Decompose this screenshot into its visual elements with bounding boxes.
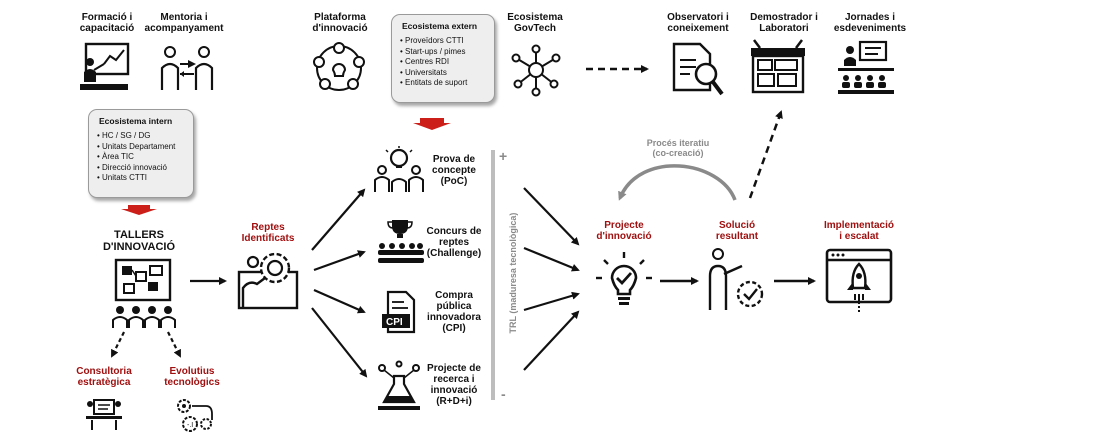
list-item: Àrea TIC <box>97 152 193 163</box>
label-proces-iteratiu: Procés iteratiu (co-creació) <box>646 138 710 158</box>
cpi-icon-text: CPI <box>386 317 403 328</box>
iterative-curve-arrow <box>618 164 737 201</box>
ecosistema-intern-title: Ecosistema intern <box>99 116 173 126</box>
label-mentoria: Mentoria i acompanyament <box>144 12 224 34</box>
label-plataforma: Plataforma d'innovació <box>312 12 368 34</box>
label-tallers: TALLERS D'INNOVACIÓ <box>102 229 176 253</box>
label-jornades: Jornades i esdeveniments <box>833 12 907 34</box>
trophy-crowd-icon <box>378 220 424 263</box>
research-flask-icon <box>378 360 420 410</box>
consulting-desk-icon <box>86 399 122 430</box>
label-evolutius: Evolutius tecnològics <box>164 366 220 388</box>
network-people-icon <box>313 42 365 91</box>
list-item: HC / SG / DG <box>97 131 193 142</box>
label-route-rdi: Projecte de recerca i innovació (R+D+i) <box>427 363 481 407</box>
list-item: Unitats CTTI <box>97 173 193 184</box>
list-item: Direcció innovació <box>97 163 193 174</box>
ideation-people-icon <box>374 146 424 192</box>
red-arrow-intern <box>121 205 157 215</box>
list-item: Universitats <box>400 68 494 79</box>
workshop-board-icon <box>112 258 176 328</box>
label-implementacio: Implementació i escalat <box>823 220 895 242</box>
dashed-arrow-consultoria <box>111 331 125 358</box>
trl-plus: + <box>499 148 508 164</box>
rocket-screen-icon <box>825 248 893 312</box>
presenter-gear-icon <box>708 248 764 310</box>
arrow-poc-projecte <box>523 187 580 246</box>
list-item: Start-ups / pimes <box>400 47 494 58</box>
audience-screen-icon <box>838 40 894 94</box>
label-consultoria: Consultoria estratègica <box>76 366 132 388</box>
lab-kiosk-icon <box>751 39 805 94</box>
list-item: Centres RDI <box>400 57 494 68</box>
arrow-cpi-projecte <box>523 291 580 312</box>
label-route-challenge: Concurs de reptes (Challenge) <box>426 226 482 259</box>
svg-text:-.I: -.I <box>187 422 193 429</box>
label-route-cpi: Compra pública innovadora (CPI) <box>427 290 481 334</box>
label-govtech: Ecosistema GovTech <box>507 12 563 34</box>
dashed-arrow-solucio-demostrador <box>748 110 783 199</box>
list-item: Proveïdors CTTI <box>400 36 494 47</box>
ecosistema-extern-box: Ecosistema extern Proveïdors CTTI Start-… <box>391 14 495 103</box>
arrow-challenge-projecte <box>523 246 580 272</box>
label-projecte: Projecte d'innovació <box>596 220 652 242</box>
teacher-board-icon <box>80 42 130 90</box>
dashed-arrow-evolutius <box>167 331 181 358</box>
arrow-reptes-rdi <box>311 307 368 378</box>
ecosistema-extern-list: Proveïdors CTTI Start-ups / pimes Centre… <box>400 36 494 89</box>
arrow-reptes-challenge <box>313 250 366 272</box>
label-formacio: Formació i capacitació <box>79 12 135 34</box>
label-reptes: Reptes Identificats <box>241 222 295 244</box>
ecosistema-intern-list: HC / SG / DG Unitats Departament Àrea TI… <box>97 131 193 184</box>
arrow-rdi-projecte <box>523 310 580 371</box>
list-item: Unitats Departament <box>97 142 193 153</box>
label-solucio: Solució resultant <box>715 220 759 242</box>
list-item: Entitats de suport <box>400 78 494 89</box>
arrow-reptes-cpi <box>313 288 366 314</box>
red-arrow-extern <box>413 118 451 130</box>
label-demostrador: Demostrador i Laboratori <box>750 12 818 34</box>
document-magnifier-icon <box>672 42 724 96</box>
mentoring-icon <box>160 46 214 90</box>
gears-evolution-icon: -.I <box>177 399 213 432</box>
ecosistema-extern-title: Ecosistema extern <box>402 21 478 31</box>
gear-hand-icon <box>237 252 299 310</box>
label-observatori: Observatori i coneixement <box>667 12 729 34</box>
trl-minus: - <box>501 386 506 402</box>
ecosistema-intern-box: Ecosistema intern HC / SG / DG Unitats D… <box>88 109 194 198</box>
label-route-poc: Prova de concepte (PoC) <box>432 154 476 187</box>
trl-label: TRL (maduresa tecnològica) <box>508 212 518 334</box>
network-hub-icon <box>511 44 561 97</box>
arrow-reptes-poc <box>311 188 366 251</box>
lightbulb-check-icon <box>596 252 652 305</box>
cpi-document-icon: CPI <box>382 290 416 334</box>
